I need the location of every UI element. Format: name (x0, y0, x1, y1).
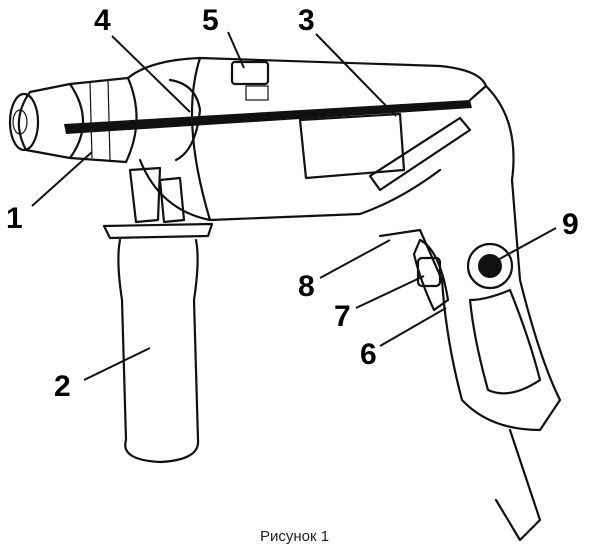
leader-9 (493, 227, 557, 263)
leader-2 (83, 347, 151, 381)
leader-3 (315, 33, 397, 117)
depth-gauge-rod (64, 100, 472, 134)
pistol-grip (378, 84, 562, 542)
leader-lines (31, 31, 557, 381)
callout-1: 1 (6, 202, 23, 235)
callout-3: 3 (298, 4, 315, 37)
leader-1 (31, 151, 93, 207)
drill-illustration (8, 56, 562, 542)
callout-4: 4 (94, 4, 111, 37)
trigger-assembly (412, 238, 450, 312)
leader-5 (227, 31, 245, 69)
figure-caption: Рисунок 1 (259, 528, 330, 545)
leader-6 (379, 307, 447, 347)
callout-8: 8 (298, 270, 315, 303)
drill-housing (126, 56, 488, 222)
leader-4 (111, 35, 191, 113)
callout-7: 7 (334, 300, 351, 333)
side-handle (102, 166, 214, 464)
leader-8 (319, 239, 391, 279)
callout-6: 6 (360, 338, 377, 371)
leader-7 (355, 275, 425, 309)
callout-9: 9 (562, 208, 579, 241)
callout-5: 5 (202, 4, 219, 37)
callout-2: 2 (54, 370, 71, 403)
callout-numbers: 1 2 3 4 5 6 7 8 9 (6, 4, 579, 403)
chuck (8, 76, 138, 164)
